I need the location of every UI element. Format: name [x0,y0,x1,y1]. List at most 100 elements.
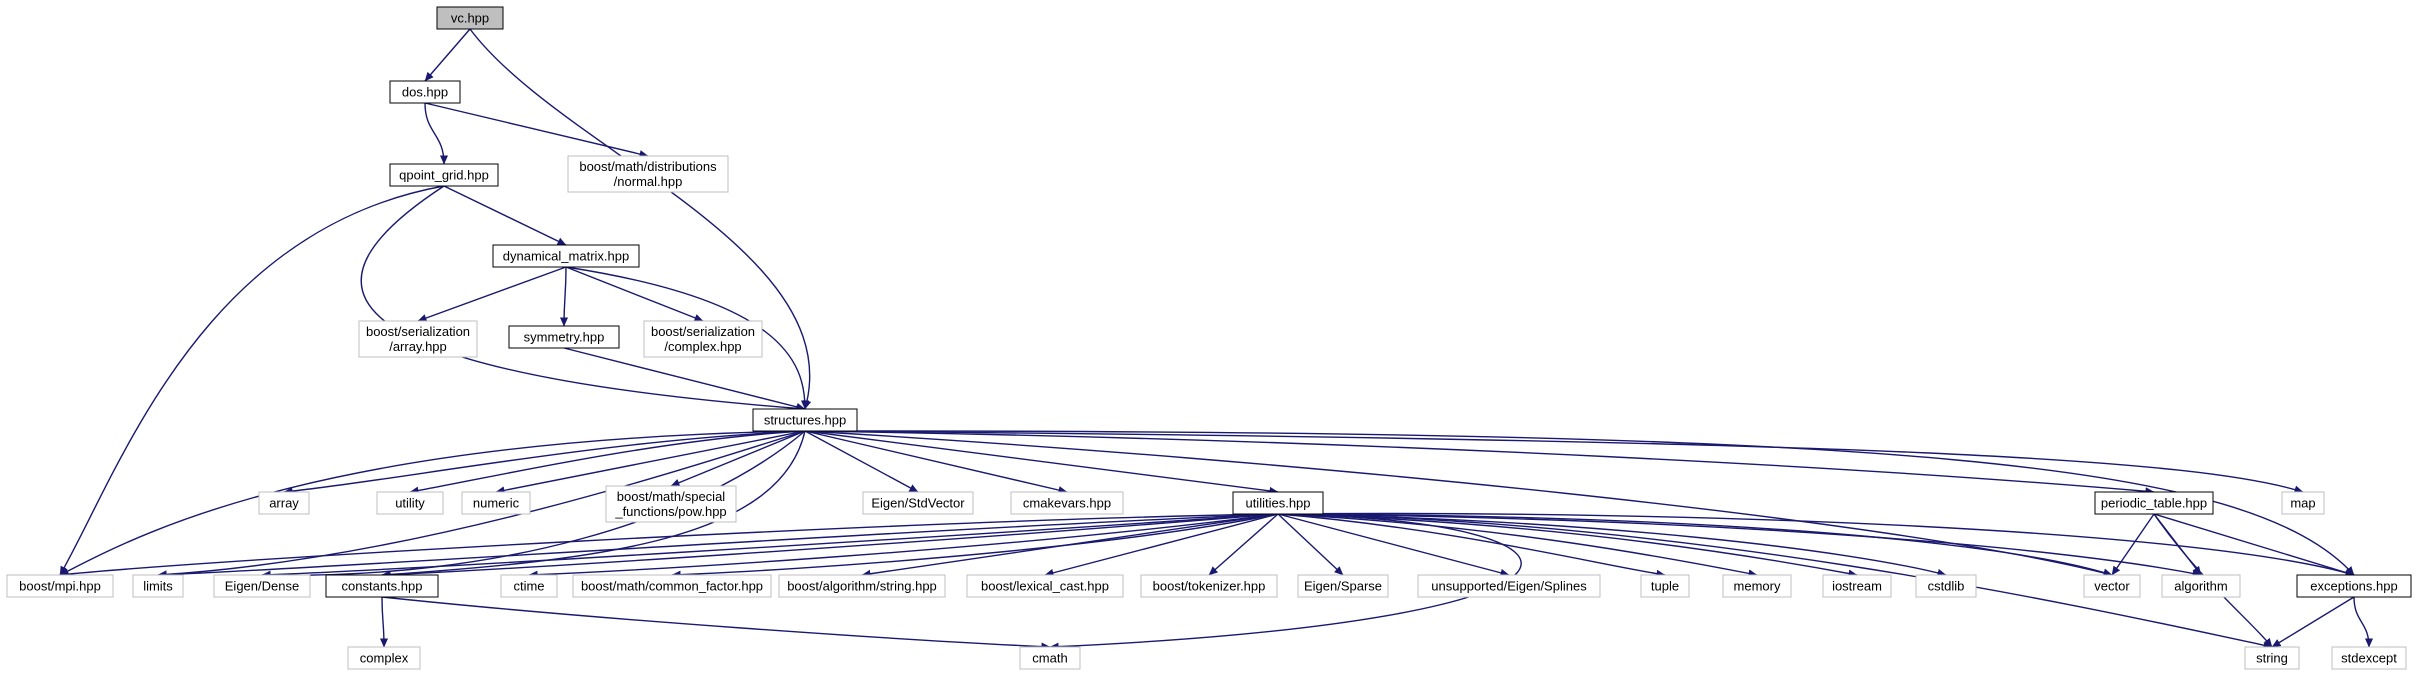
node-utilities[interactable]: utilities.hpp [1232,491,1324,515]
node-box [2296,574,2412,598]
node-box [778,574,946,598]
edge-utilities-to-dense [261,513,1279,579]
node-label: /normal.hpp [614,174,683,189]
edge-structures-to-map [804,430,2304,494]
node-numeric: numeric [461,491,531,515]
node-periodic[interactable]: periodic_table.hpp [2094,491,2214,515]
edge-structures-to-pow [670,430,806,487]
node-label: boost/tokenizer.hpp [1153,579,1266,594]
edge-line [804,430,919,493]
node-label: string [2256,651,2288,666]
node-label: limits [143,579,173,594]
edge-dos-to-qpoint [424,102,449,165]
node-label: Eigen/Dense [225,579,299,594]
edge-constants-to-cmath [381,596,1051,651]
node-label: utilities.hpp [1245,496,1310,511]
edge-structures-to-exceptions [804,430,2355,576]
edge-utilities-to-algo_string [861,513,1279,578]
edge-structures-to-dense [261,430,806,580]
node-dos[interactable]: dos.hpp [389,80,461,104]
node-label: iostream [1832,579,1882,594]
node-label: ctime [513,579,544,594]
node-label: dynamical_matrix.hpp [503,249,629,264]
node-box [1822,574,1892,598]
edge-utilities-to-algorithm [1277,513,2202,578]
node-box [461,491,531,515]
node-cmath: cmath [1019,646,1081,670]
node-box [1297,574,1389,598]
edge-line [804,430,2355,576]
node-box [2331,646,2407,670]
node-label: /complex.hpp [664,339,741,354]
node-box [389,80,461,104]
node-normal: boost/math/distributions/normal.hpp [567,155,729,193]
edge-dynmat-to-ser_complex [565,266,704,322]
node-box [1417,574,1601,598]
edge-line [1277,513,2273,650]
node-box [436,6,504,30]
edge-utilities-to-cmath [1049,513,1522,651]
node-label: boost/mpi.hpp [19,579,101,594]
edge-line [804,430,1279,495]
edge-dynmat-to-ser_array [417,266,567,322]
edge-utilities-to-sparse [1277,513,1344,576]
node-box [500,574,558,598]
node-label: cmakevars.hpp [1023,496,1111,511]
edge-utilities-to-constants [381,513,1279,579]
node-utility: utility [376,491,444,515]
node-label: cmath [1032,651,1067,666]
edge-utilities-to-memory [1277,513,1758,578]
edge-line [59,513,1279,579]
node-label: unsupported/Eigen/Splines [1431,579,1587,594]
edge-line [443,185,567,246]
edge-symmetry-to-structures [563,347,806,411]
edge-line [2153,513,2355,577]
node-box [2094,491,2214,515]
node-box [6,574,114,598]
node-memory: memory [1722,574,1792,598]
edge-structures-to-cmakevars [804,430,1068,495]
edge-utilities-to-tuple [1277,513,1666,578]
node-dense: Eigen/Dense [213,574,311,598]
edge-line [1208,513,1279,576]
node-label: numeric [473,496,520,511]
edge-structures-to-numeric [495,430,806,495]
edge-utilities-to-iostream [1277,513,1858,578]
edge-line [671,513,1279,579]
node-dynmat[interactable]: dynamical_matrix.hpp [492,244,640,268]
edge-structures-to-constants [381,430,806,579]
edge-line [565,266,810,410]
node-label: constants.hpp [342,579,423,594]
node-label: stdexcept [2341,651,2397,666]
node-box [1019,646,1081,670]
node-structures[interactable]: structures.hpp [752,408,858,432]
node-map: map [2281,491,2325,515]
edge-structures-to-utilities [804,430,1279,495]
node-label: utility [395,496,425,511]
node-exceptions[interactable]: exceptions.hpp [2296,574,2412,598]
node-tokenizer: boost/tokenizer.hpp [1140,574,1278,598]
edge-line [2353,596,2374,648]
node-box [132,574,184,598]
edge-line [1277,513,2113,577]
node-ctime: ctime [500,574,558,598]
node-cmakevars: cmakevars.hpp [1010,491,1124,515]
node-label: boost/math/distributions [579,159,717,174]
node-qpoint[interactable]: qpoint_grid.hpp [389,163,499,187]
node-symmetry[interactable]: symmetry.hpp [508,325,620,349]
node-sparse: Eigen/Sparse [1297,574,1389,598]
node-label: tuple [1651,579,1679,594]
node-constants[interactable]: constants.hpp [325,574,439,598]
edge-line [409,430,806,495]
edge-line [59,185,445,576]
node-vc[interactable]: vc.hpp [436,6,504,30]
edge-line [1049,513,1522,651]
node-box [1140,574,1278,598]
node-cstdlib: cstdlib [1915,574,1977,598]
edge-line [381,513,1279,579]
edge-line [261,513,1279,579]
node-box [1915,574,1977,598]
node-box [508,325,620,349]
node-algo-string: boost/algorithm/string.hpp [778,574,946,598]
